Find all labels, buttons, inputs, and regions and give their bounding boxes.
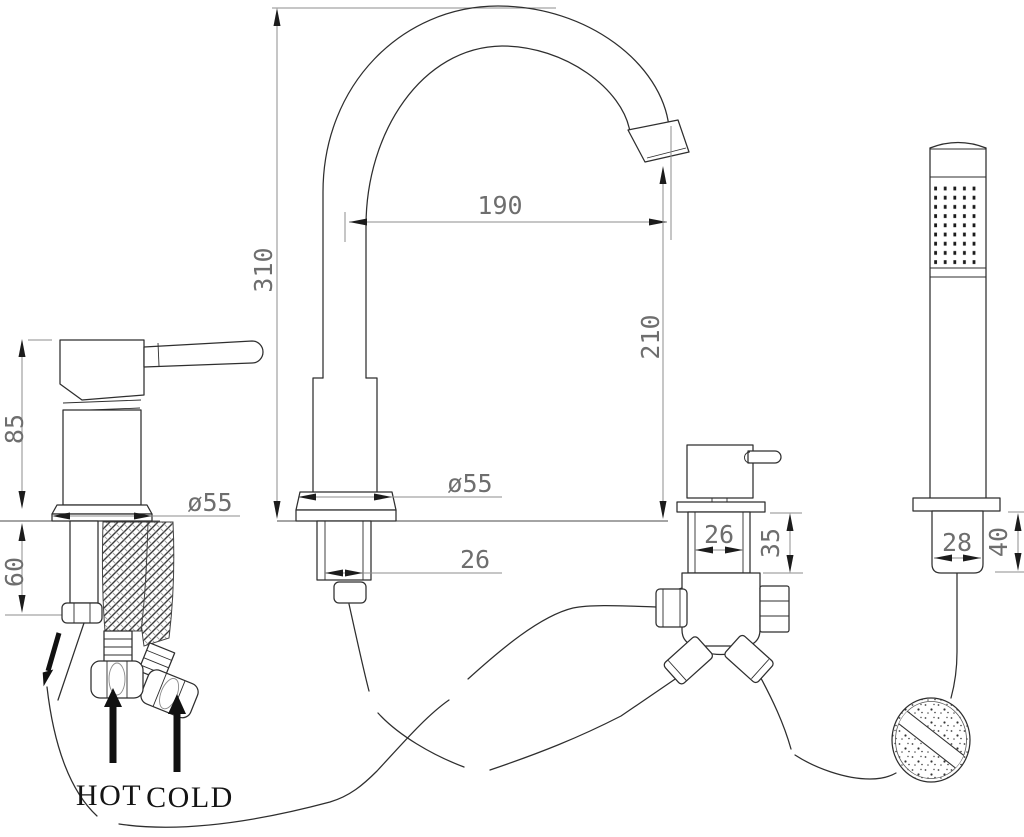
dim-shower-shank-width: 28 [942, 528, 972, 557]
hot-arrow [104, 688, 122, 763]
handle-to-diverter-curve [118, 699, 450, 828]
diverter-body [681, 572, 761, 647]
hose-weight-ball [891, 697, 971, 783]
down-left-arrow [42, 632, 62, 687]
handle-body [62, 409, 142, 506]
dim-handle-shank: 60 [0, 557, 29, 587]
spout-hose-curve [348, 603, 370, 692]
diverter-unit: 26 35 [655, 444, 803, 685]
handle-shank [69, 520, 99, 604]
cold-label: COLD [146, 781, 234, 814]
handshower-spray-face [934, 183, 982, 265]
dim-spout-height: 310 [249, 247, 278, 292]
diverter-knob [686, 444, 754, 499]
handle-base-flange [51, 504, 153, 515]
shower-hose-drop [950, 572, 958, 699]
spout-tube-outer [322, 5, 670, 379]
handle-lever [143, 340, 264, 368]
cold-arrow [168, 694, 186, 772]
dim-diverter-shank-height: 35 [756, 528, 785, 558]
hot-label: HOT [76, 779, 142, 812]
dim-shower-shank-height: 40 [984, 527, 1013, 557]
spout-unit: 310 ø55 26 190 210 [249, 5, 690, 604]
dim-spout-shank-width: 26 [460, 545, 490, 574]
spout-shank [316, 520, 372, 581]
under-deck-hose-curves [46, 572, 958, 828]
spout-aerator [627, 119, 690, 163]
diverter-shank [687, 511, 751, 574]
spout-tube-inner [365, 45, 631, 379]
dim-handle-height: 85 [0, 414, 29, 444]
shower-hose-curve [794, 754, 897, 780]
handshower-flange [912, 497, 1001, 512]
handle-head [59, 339, 145, 401]
dim-diverter-shank-width: 26 [704, 520, 734, 549]
handshower-wand [929, 147, 987, 499]
hot-hose-nut [90, 660, 144, 699]
spout-to-diverter-curve-2 [489, 672, 685, 771]
handle-shank-nut [61, 602, 103, 624]
spout-shank-nut [333, 581, 367, 604]
handle-hose-curve [46, 686, 98, 817]
dim-handle-base-diameter: ø55 [187, 488, 232, 517]
diverter-to-shower-curve [755, 668, 792, 750]
diverter-lever [747, 450, 782, 464]
handshower-unit: 28 40 [891, 141, 1024, 783]
diverter-bottom-right-port [724, 634, 774, 684]
dim-spout-outlet-height: 210 [636, 314, 665, 359]
dim-spout-reach: 190 [477, 191, 522, 220]
dim-spout-base-diameter: ø55 [447, 469, 492, 498]
diverter-bottom-left-port [663, 636, 714, 685]
diverter-flange [676, 501, 766, 513]
diverter-left-port [655, 588, 688, 628]
handle-to-diverter-curve-2 [467, 605, 657, 680]
diverter-right-port [759, 585, 790, 633]
handle-unit: 85 60 [0, 339, 264, 814]
spout-to-diverter-curve [377, 712, 465, 768]
